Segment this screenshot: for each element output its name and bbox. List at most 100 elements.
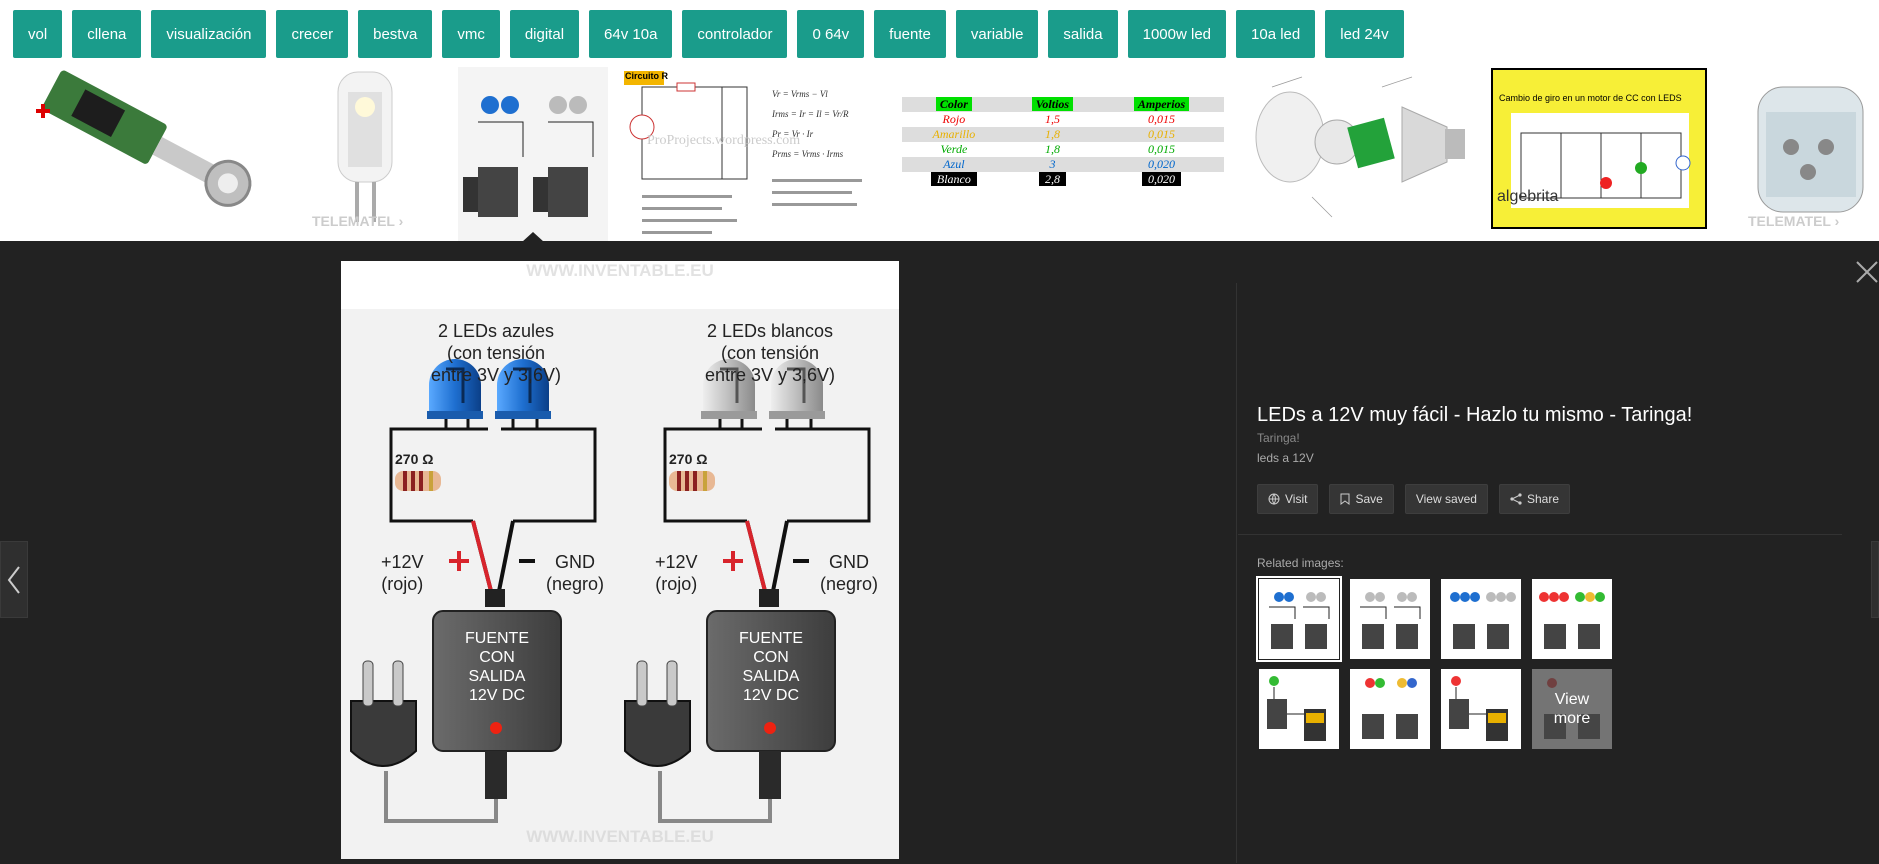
image-subtitle: leds a 12V xyxy=(1257,451,1314,465)
share-label: Share xyxy=(1526,492,1559,506)
close-icon xyxy=(1856,261,1878,283)
algebrita-label: algebrita xyxy=(1497,188,1559,205)
save-label: Save xyxy=(1355,492,1383,506)
related-image-6[interactable] xyxy=(1350,669,1430,749)
table-cell: 1,5 xyxy=(1044,112,1060,126)
related-image-7[interactable] xyxy=(1441,669,1521,749)
related-image-1[interactable] xyxy=(1256,576,1342,662)
chip-visualizacion[interactable]: visualización xyxy=(151,10,267,58)
thumb-led-driver[interactable] xyxy=(14,67,276,241)
thumb-ba15s-led[interactable]: TELEMATEL › xyxy=(1736,67,1879,241)
col-amperios: Amperios xyxy=(1099,97,1224,112)
chip-variable[interactable]: variable xyxy=(955,10,1039,58)
left-gnd-label: GND (negro) xyxy=(546,552,605,594)
table-cell: 0,020 xyxy=(1148,157,1176,171)
table-cell: 0,015 xyxy=(1148,127,1176,141)
motor-circuit-title: Cambio de giro en un motor de CC con LED… xyxy=(1499,93,1682,103)
prev-image-button[interactable] xyxy=(0,541,28,618)
right-led-label: 2 LEDs blancos (con tensión entre 3V y 3… xyxy=(704,321,836,385)
chip-64v-10a[interactable]: 64v 10a xyxy=(589,10,673,58)
table-cell: 1,8 xyxy=(1044,142,1060,156)
share-button[interactable]: Share xyxy=(1498,484,1570,514)
chip-controlador[interactable]: controlador xyxy=(682,10,788,58)
thumb-rl-circuit[interactable]: Vr = Vrms − Vl Irms = Ir = Il = Vr/R Pr … xyxy=(622,67,884,241)
table-cell: 0,020 xyxy=(1099,172,1224,187)
col-voltios: Voltios xyxy=(1006,97,1099,112)
chip-fuente[interactable]: fuente xyxy=(874,10,946,58)
right-psu-label: FUENTE CON SALIDA 12V DC xyxy=(739,630,803,704)
thumb-exploded-led-bulb[interactable] xyxy=(1252,67,1472,241)
svg-text:Pr = Vr · Ir: Pr = Vr · Ir xyxy=(771,129,814,139)
panel-divider-horizontal xyxy=(1238,534,1842,535)
chip-cllena[interactable]: cllena xyxy=(72,10,142,58)
save-button[interactable]: Save xyxy=(1329,484,1394,514)
proprojects-watermark: ProProjects.wordpress.com xyxy=(647,133,801,148)
chip-led-24v[interactable]: led 24v xyxy=(1325,10,1404,58)
related-image-4[interactable] xyxy=(1532,579,1612,659)
right-plus-label: +12V (rojo) xyxy=(655,552,698,594)
chip-0-64v[interactable]: 0 64v xyxy=(797,10,865,58)
thumb-motor-led-circuit[interactable]: Cambio de giro en un motor de CC con LED… xyxy=(1491,68,1707,229)
table-cell: Azul xyxy=(943,157,965,171)
svg-text:Irms = Ir = Il = Vr/R: Irms = Ir = Il = Vr/R xyxy=(771,109,849,119)
view-saved-button[interactable]: View saved xyxy=(1404,484,1488,514)
watermark-bottom: WWW.INVENTABLE.EU xyxy=(526,827,714,846)
image-results-strip: TELEMATEL › Vr = Vrms − Vl Irms = Ir = I… xyxy=(0,67,1879,241)
thumb-led-color-table[interactable]: Color Voltios Amperios Rojo 1,5 0,015 Am… xyxy=(902,67,1224,241)
table-cell: 0,015 xyxy=(1148,142,1176,156)
col-color: Color xyxy=(902,97,1006,112)
related-image-2[interactable] xyxy=(1350,579,1430,659)
globe-icon xyxy=(1268,493,1280,505)
chip-10a-led[interactable]: 10a led xyxy=(1236,10,1316,58)
chip-vol[interactable]: vol xyxy=(13,10,63,58)
left-led-label: 2 LEDs azules (con tensión entre 3V y 3,… xyxy=(430,321,562,385)
chip-bestva[interactable]: bestva xyxy=(358,10,433,58)
chip-digital[interactable]: digital xyxy=(509,10,580,58)
telematel-label: TELEMATEL › xyxy=(312,213,404,229)
image-title[interactable]: LEDs a 12V muy fácil - Hazlo tu mismo - … xyxy=(1257,404,1693,426)
chip-1000w-led[interactable]: 1000w led xyxy=(1127,10,1227,58)
telematel-label-2: TELEMATEL › xyxy=(1748,213,1840,229)
table-cell: 3 xyxy=(1049,157,1056,171)
chip-salida[interactable]: salida xyxy=(1048,10,1118,58)
close-button[interactable] xyxy=(1854,259,1879,285)
chevron-left-icon xyxy=(7,565,20,594)
watermark-top: WWW.INVENTABLE.EU xyxy=(526,261,714,280)
chip-crecer[interactable]: crecer xyxy=(276,10,349,58)
table-cell: Rojo xyxy=(942,112,966,126)
action-bar: Visit Save View saved Share xyxy=(1257,484,1581,514)
main-image[interactable]: WWW.INVENTABLE.EU WWW.INVENTABLE.EU xyxy=(341,261,899,859)
table-cell: Amarillo xyxy=(932,127,976,141)
image-viewer: WWW.INVENTABLE.EU WWW.INVENTABLE.EU xyxy=(0,241,1879,864)
image-source[interactable]: Taringa! xyxy=(1257,431,1300,445)
next-image-button[interactable] xyxy=(1871,541,1879,618)
right-circuit xyxy=(624,359,871,823)
visit-button[interactable]: Visit xyxy=(1257,484,1319,514)
svg-text:Vr = Vrms − Vl: Vr = Vrms − Vl xyxy=(772,89,828,99)
left-psu-label: FUENTE CON SALIDA 12V DC xyxy=(465,630,529,704)
related-images-label: Related images: xyxy=(1257,556,1344,570)
view-saved-label: View saved xyxy=(1415,492,1477,506)
left-circuit xyxy=(350,359,597,823)
panel-divider xyxy=(1236,283,1237,863)
led-wiring-diagram xyxy=(350,359,871,823)
related-image-5[interactable] xyxy=(1259,669,1339,749)
color-table: Color Voltios Amperios Rojo 1,5 0,015 Am… xyxy=(902,97,1224,187)
thumb-g4-led-bulb[interactable]: TELEMATEL › xyxy=(300,67,430,241)
table-cell: 0,015 xyxy=(1148,112,1176,126)
bookmark-icon xyxy=(1340,493,1350,505)
selected-pointer xyxy=(522,232,544,242)
visit-label: Visit xyxy=(1285,492,1308,506)
table-cell: Verde xyxy=(940,142,968,156)
left-resistor-label: 270 Ω xyxy=(395,451,434,467)
thumb-led-wiring-selected[interactable] xyxy=(458,67,608,241)
table-cell: 1,8 xyxy=(1044,127,1060,141)
right-gnd-label: GND (negro) xyxy=(820,552,879,594)
related-search-chips: vol cllena visualización crecer bestva v… xyxy=(0,0,1879,67)
left-plus-label: +12V (rojo) xyxy=(381,552,424,594)
chip-vmc[interactable]: vmc xyxy=(442,10,500,58)
related-image-3[interactable] xyxy=(1441,579,1521,659)
share-icon xyxy=(1510,493,1522,505)
